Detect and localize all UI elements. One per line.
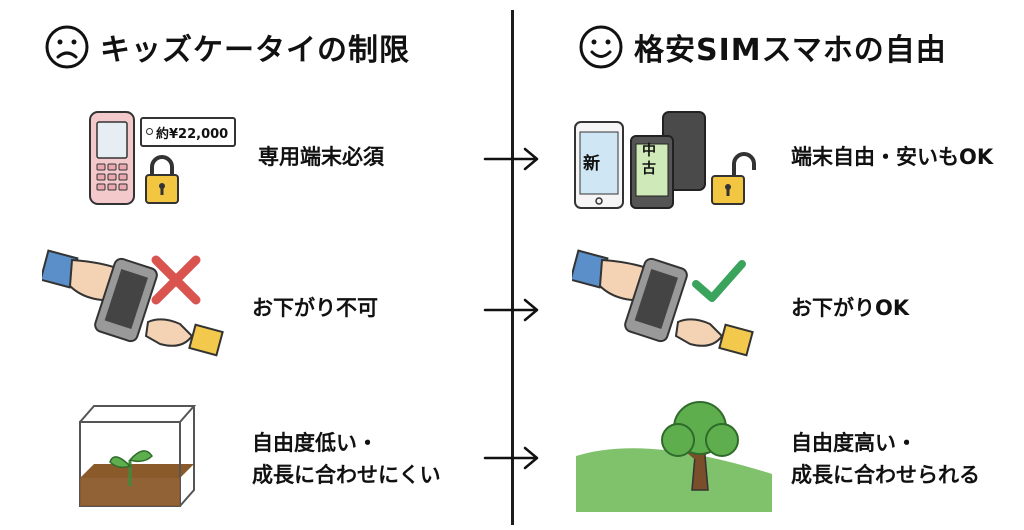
sad-face-icon <box>45 25 89 69</box>
phones-icon <box>574 111 706 209</box>
right-heading: 格安SIMスマホの自由 <box>578 22 947 72</box>
arrow-right-icon <box>483 147 539 171</box>
phone-used-label-2: 古 <box>642 161 656 177</box>
phone-used-label-1: 中 <box>642 143 656 159</box>
right-row2-label: お下がりOK <box>791 296 910 320</box>
price-tag-text: 約¥22,000 <box>156 126 229 142</box>
left-row2-label: お下がり不可 <box>252 296 378 320</box>
left-heading: キッズケータイの制限 <box>44 22 410 72</box>
handoff-denied-illustration <box>42 249 224 357</box>
handoff-allowed-illustration <box>572 249 754 357</box>
right-heading-text: 格安SIMスマホの自由 <box>634 33 947 68</box>
left-row1-label: 専用端末必須 <box>258 145 384 169</box>
unlocked-padlock-icon <box>711 152 756 205</box>
price-tag: 約¥22,000 <box>140 117 237 147</box>
right-row3-label-line2: 成長に合わせられる <box>791 463 980 487</box>
sprout-in-box-icon <box>79 405 197 507</box>
left-row3-label-line1: 自由度低い・ <box>252 431 378 455</box>
center-divider <box>511 10 514 525</box>
right-row3-label-line1: 自由度高い・ <box>791 431 917 455</box>
right-row1-label: 端末自由・安いもOK <box>791 145 994 169</box>
locked-padlock-icon <box>145 155 179 204</box>
arrow-right-icon <box>483 298 539 322</box>
phone-new-label: 新 <box>583 154 600 174</box>
happy-face-icon <box>579 25 623 69</box>
left-heading-text: キッズケータイの制限 <box>100 33 410 68</box>
kids-phone-icon <box>89 111 135 205</box>
left-row3-label-line2: 成長に合わせにくい <box>252 463 441 487</box>
tree-on-hill-icon <box>576 401 772 512</box>
arrow-right-icon <box>483 446 539 470</box>
